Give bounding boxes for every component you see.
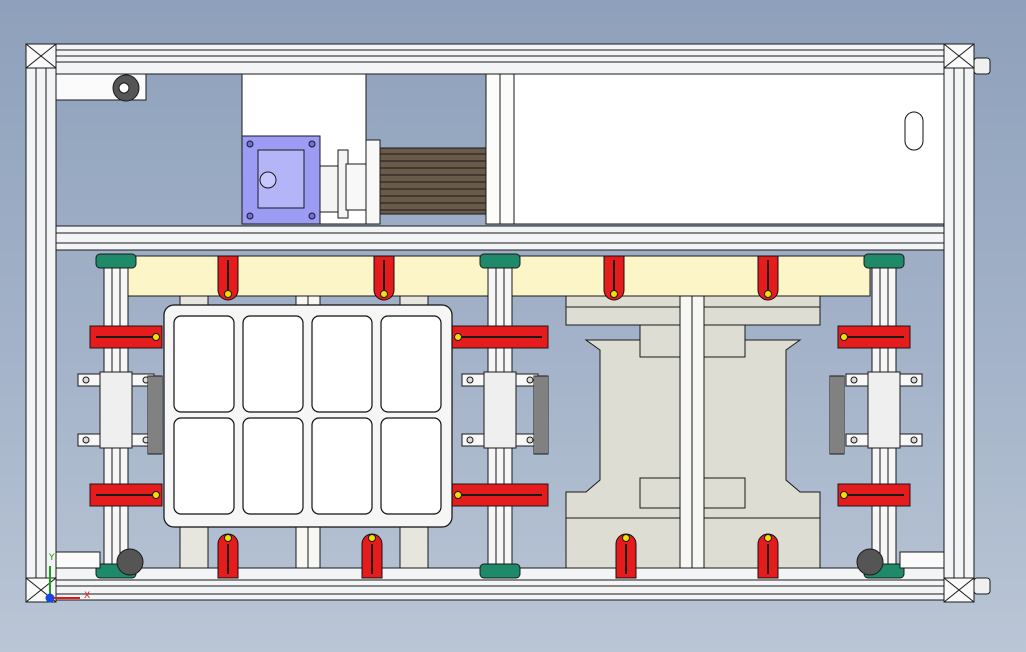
- tray-pocket[interactable]: [311, 315, 373, 413]
- guide-post-right-linear-bearing[interactable]: [867, 371, 901, 449]
- frame-top-extrusion[interactable]: [25, 43, 975, 63]
- center-clamp[interactable]: [451, 325, 549, 349]
- upper-left-roller-hub[interactable]: [118, 82, 130, 94]
- bottom-clamp[interactable]: [757, 533, 779, 579]
- tray-pocket[interactable]: [242, 315, 304, 413]
- guide-post-left-clamp-bolt[interactable]: [82, 376, 90, 384]
- right-clamp-bolt[interactable]: [840, 333, 848, 341]
- center-clamp-bolt[interactable]: [454, 333, 462, 341]
- right-clamp-bolt[interactable]: [840, 491, 848, 499]
- left-clamp-bolt[interactable]: [152, 491, 160, 499]
- bearing-block-bolt[interactable]: [246, 140, 254, 148]
- left-clamp[interactable]: [89, 483, 163, 507]
- frame-middle-extrusion[interactable]: [55, 225, 945, 251]
- triad-z-axis[interactable]: [45, 593, 55, 603]
- center-clamp[interactable]: [451, 483, 549, 507]
- guide-post-center-clamp-bolt[interactable]: [466, 376, 474, 384]
- top-clamp[interactable]: [757, 255, 779, 301]
- guide-post-center[interactable]: [461, 253, 539, 579]
- right-clamp[interactable]: [837, 325, 911, 349]
- bottom-clamp[interactable]: [615, 533, 637, 579]
- product-tray[interactable]: [163, 304, 453, 528]
- tray-pocket[interactable]: [173, 315, 235, 413]
- cabinet-handle-slot[interactable]: [904, 111, 924, 151]
- triad-x-label: X: [84, 591, 91, 601]
- bearing-block-bolt[interactable]: [246, 212, 254, 220]
- guide-post-right-clamp-bolt[interactable]: [910, 376, 918, 384]
- outer-frame[interactable]: [25, 43, 991, 603]
- frame-end-cap[interactable]: [973, 577, 991, 595]
- lower-right-bracket[interactable]: [899, 551, 945, 569]
- motor-flange[interactable]: [365, 139, 381, 225]
- top-clamp[interactable]: [373, 255, 395, 301]
- lower-right-roller[interactable]: [856, 548, 884, 576]
- guide-post-left[interactable]: [77, 253, 155, 579]
- lower-left-roller[interactable]: [116, 548, 144, 576]
- tray-pocket[interactable]: [380, 417, 442, 515]
- guide-post-left-clamp-bolt[interactable]: [82, 436, 90, 444]
- coordinate-triad-icon[interactable]: [45, 566, 80, 603]
- bearing-block-bolt[interactable]: [308, 140, 316, 148]
- guide-post-center-linear-bearing[interactable]: [483, 371, 517, 449]
- guide-post-right[interactable]: [845, 253, 923, 579]
- guide-post-right-clamp-bolt[interactable]: [910, 436, 918, 444]
- top-clamp-bolt[interactable]: [380, 290, 388, 298]
- frame-inner-top-rail[interactable]: [55, 61, 945, 75]
- guide-post-center-bottom-mount[interactable]: [479, 563, 521, 579]
- product-tray-body[interactable]: [163, 304, 453, 528]
- tray-pocket[interactable]: [242, 417, 304, 515]
- center-plate[interactable]: [565, 295, 821, 579]
- frame-corner-bracket-line[interactable]: [943, 577, 975, 603]
- guide-post-left-linear-bearing[interactable]: [99, 371, 133, 449]
- bottom-clamp-bolt[interactable]: [224, 534, 232, 542]
- upper-compartment[interactable]: [55, 73, 945, 225]
- bottom-clamp-bolt[interactable]: [368, 534, 376, 542]
- guide-post-center-top-mount[interactable]: [479, 253, 521, 269]
- tray-pocket[interactable]: [380, 315, 442, 413]
- bearing-block-bore[interactable]: [259, 171, 277, 189]
- lower-left-bracket[interactable]: [55, 551, 101, 569]
- bottom-clamp[interactable]: [217, 533, 239, 579]
- frame-right-extrusion[interactable]: [943, 43, 975, 601]
- top-clamp-bolt[interactable]: [764, 290, 772, 298]
- frame-corner-bracket-line[interactable]: [25, 43, 57, 69]
- guide-post-center-clamp-bolt[interactable]: [526, 376, 534, 384]
- servo-motor-body[interactable]: [379, 147, 487, 215]
- bearing-block-bolt[interactable]: [308, 212, 316, 220]
- top-clamp-bolt[interactable]: [224, 290, 232, 298]
- guide-post-center-clamp-bolt[interactable]: [526, 436, 534, 444]
- guide-post-left-top-mount[interactable]: [95, 253, 137, 269]
- frame-bottom-extrusion[interactable]: [25, 579, 975, 601]
- top-clamp-bolt[interactable]: [610, 290, 618, 298]
- guide-post-right-top-mount[interactable]: [863, 253, 905, 269]
- top-clamp[interactable]: [603, 255, 625, 301]
- guide-post-right-clamp-bolt[interactable]: [850, 436, 858, 444]
- frame-end-cap[interactable]: [973, 57, 991, 75]
- shaft-collar[interactable]: [345, 163, 367, 211]
- triad-y-label: Y: [49, 553, 55, 563]
- tray-pocket[interactable]: [173, 417, 235, 515]
- center-clamp-bolt[interactable]: [454, 491, 462, 499]
- electrical-cabinet-panel[interactable]: [513, 73, 945, 225]
- frame-corner-bracket-line[interactable]: [943, 43, 975, 69]
- tray-pocket[interactable]: [311, 417, 373, 515]
- right-clamp[interactable]: [837, 483, 911, 507]
- guide-post-center-clamp-bolt[interactable]: [466, 436, 474, 444]
- left-clamp-bolt[interactable]: [152, 333, 160, 341]
- bottom-clamp[interactable]: [361, 533, 383, 579]
- bottom-clamp-bolt[interactable]: [764, 534, 772, 542]
- guide-post-right-clamp-bolt[interactable]: [850, 376, 858, 384]
- left-clamp[interactable]: [89, 325, 163, 349]
- bottom-clamp-bolt[interactable]: [622, 534, 630, 542]
- shaft-coupling[interactable]: [319, 165, 341, 213]
- top-clamp[interactable]: [217, 255, 239, 301]
- frame-left-extrusion[interactable]: [25, 43, 57, 601]
